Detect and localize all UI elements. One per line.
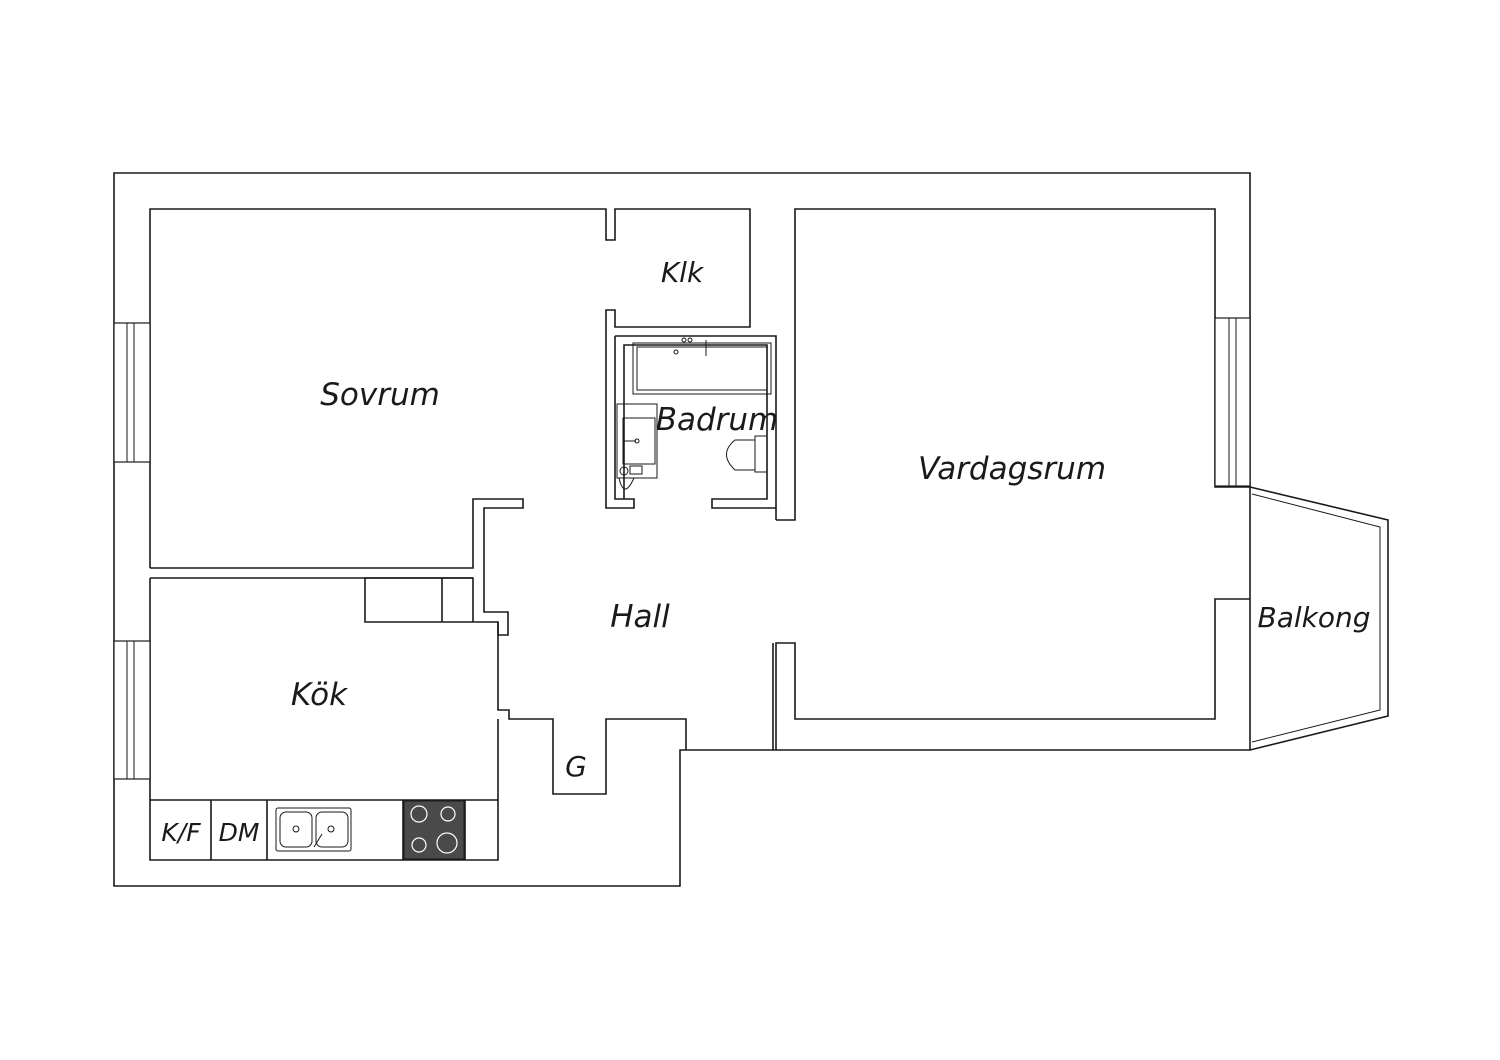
balcony-inner bbox=[1251, 493, 1381, 743]
outer-wall bbox=[113, 172, 1251, 887]
closet-boxes bbox=[365, 577, 474, 622]
vardagsrum-walls bbox=[772, 208, 1250, 750]
sovrum-walls bbox=[149, 208, 751, 568]
bathtub-icon bbox=[632, 337, 772, 395]
room-label-badrum: Badrum bbox=[656, 402, 779, 438]
counter-dividers bbox=[210, 800, 466, 860]
stove-icon bbox=[403, 800, 465, 860]
sink-icon bbox=[275, 807, 352, 852]
room-label-kok: Kök bbox=[291, 677, 348, 713]
kok-lower bbox=[149, 719, 499, 861]
sovrum-hall-wall bbox=[150, 498, 524, 636]
toilet-icon bbox=[726, 435, 768, 473]
badrum-walls bbox=[615, 335, 777, 509]
room-label-hall: Hall bbox=[610, 599, 670, 635]
room-label-balkong: Balkong bbox=[1257, 601, 1370, 634]
kok-walls bbox=[149, 577, 687, 800]
washbasin-icon bbox=[616, 403, 658, 490]
window-vardagsrum bbox=[1214, 317, 1251, 487]
room-label-g: G bbox=[565, 750, 587, 783]
window-kok bbox=[113, 640, 151, 780]
window-sovrum bbox=[113, 322, 151, 463]
appliance-label-kf: K/F bbox=[161, 818, 201, 847]
appliance-label-dm: DM bbox=[219, 818, 260, 847]
balcony-outline bbox=[1249, 486, 1389, 751]
room-label-vardagsrum: Vardagsrum bbox=[918, 451, 1106, 487]
room-label-sovrum: Sovrum bbox=[320, 377, 440, 413]
room-label-klk: Klk bbox=[661, 256, 705, 289]
